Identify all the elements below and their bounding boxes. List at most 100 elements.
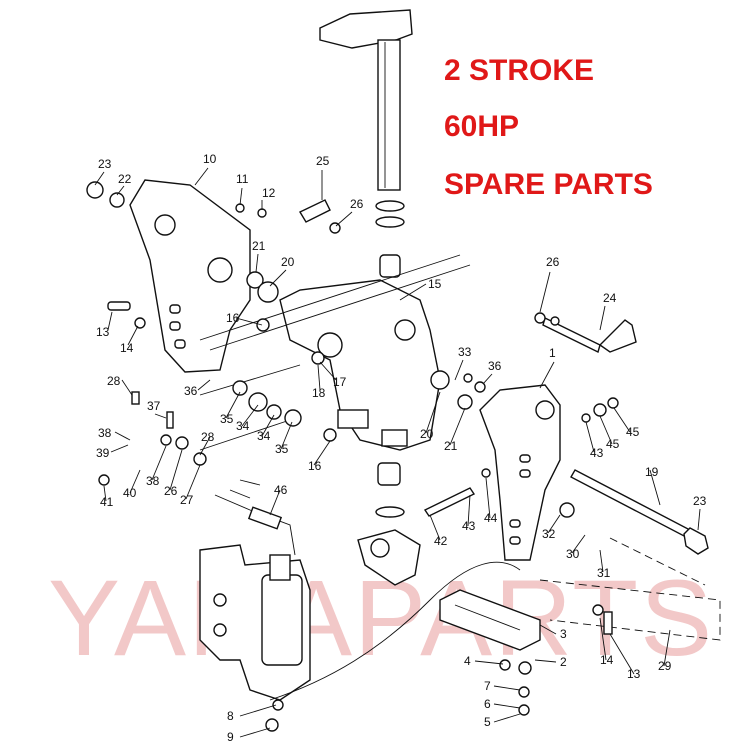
leader-line (103, 485, 107, 502)
callout-23b: 23 (693, 494, 707, 508)
leader-line (493, 703, 521, 709)
callout-27: 27 (180, 493, 194, 507)
callout-26b: 26 (546, 255, 560, 269)
callout-34: 34 (236, 419, 250, 433)
swivel-bracket (279, 279, 441, 451)
leader-line (197, 379, 211, 391)
callout-43: 43 (590, 446, 604, 460)
callout-38: 38 (98, 426, 112, 440)
leader-line (114, 431, 131, 441)
leader-line (449, 407, 466, 446)
callout-5: 5 (484, 715, 491, 729)
callout-22: 22 (118, 172, 132, 186)
leader-line (235, 317, 263, 326)
callout-3: 3 (560, 627, 567, 641)
leader-line (429, 514, 441, 541)
leader-line (169, 449, 183, 491)
leader-line (239, 727, 271, 738)
callout-40: 40 (123, 486, 137, 500)
leader-line (241, 404, 259, 427)
leader-line (571, 534, 586, 554)
leader-line (239, 704, 277, 717)
callout-33: 33 (458, 345, 472, 359)
callout-36b: 36 (488, 359, 502, 373)
leader-line (539, 271, 551, 313)
callout-46: 46 (274, 483, 288, 497)
callout-14: 14 (120, 341, 134, 355)
title-line-1: 2 STROKE (444, 54, 594, 87)
leader-line (255, 253, 259, 273)
callout-7: 7 (484, 679, 491, 693)
assembly-guide-2 (609, 537, 706, 586)
leader-line (335, 211, 353, 227)
leader-line (534, 659, 557, 663)
callout-1: 1 (549, 346, 556, 360)
callout-15: 15 (428, 277, 442, 291)
leader-line (129, 469, 141, 494)
leader-line (539, 624, 557, 635)
callout-45: 45 (606, 437, 620, 451)
callout-45b: 45 (626, 425, 640, 439)
callout-30: 30 (566, 547, 580, 561)
leader-line (493, 713, 521, 723)
leader-line (94, 171, 105, 186)
callout-25: 25 (316, 154, 330, 168)
callout-43b: 43 (462, 519, 476, 533)
leader-line (151, 445, 167, 481)
callout-21: 21 (252, 239, 266, 253)
right-clamp-bracket (479, 384, 561, 561)
leader-line (239, 187, 243, 206)
callout-24: 24 (603, 291, 617, 305)
leader-line (261, 414, 275, 437)
leader-line (547, 514, 561, 534)
leader-line (474, 660, 504, 665)
leader-line (199, 436, 211, 456)
leader-line (585, 421, 595, 453)
leader-line (107, 311, 113, 331)
leader-line (154, 413, 167, 419)
callout-44: 44 (484, 511, 498, 525)
callout-23: 23 (98, 157, 112, 171)
leader-line (399, 283, 427, 301)
callout-16: 16 (226, 311, 240, 325)
leader-line (317, 364, 321, 391)
leader-line (609, 633, 635, 675)
leader-line (697, 508, 701, 531)
callout-16b: 16 (308, 459, 322, 473)
lower-mount (357, 529, 421, 586)
callout-20b: 20 (420, 427, 434, 441)
hose-assembly (214, 479, 296, 556)
callout-17: 17 (333, 375, 347, 389)
leader-line (127, 325, 139, 346)
leader-line (116, 185, 125, 196)
leader-line (663, 629, 671, 667)
callout-26c: 26 (164, 484, 178, 498)
title-line-2: 60HP (444, 110, 519, 143)
leader-line (425, 391, 441, 434)
cross-shaft (199, 254, 471, 451)
callout-41: 41 (100, 495, 114, 509)
through-bolt (570, 469, 709, 555)
assembly-guide-1 (539, 579, 721, 641)
callout-21b: 21 (444, 439, 458, 453)
callout-20: 20 (281, 255, 295, 269)
title-line-3: SPARE PARTS (444, 168, 653, 201)
leader-line (599, 415, 613, 445)
callout-26: 26 (350, 197, 364, 211)
callout-28b: 28 (201, 430, 215, 444)
leader-line (319, 361, 337, 381)
callout-28: 28 (107, 374, 121, 388)
callout-31: 31 (597, 566, 611, 580)
callout-32: 32 (542, 527, 556, 541)
callout-18: 18 (312, 386, 326, 400)
leader-line (649, 469, 661, 506)
callout-8: 8 (227, 709, 234, 723)
callout-12: 12 (262, 186, 276, 200)
callout-19: 19 (645, 465, 659, 479)
leader-line (482, 373, 493, 385)
callout-37: 37 (147, 399, 161, 413)
leader-line (454, 359, 464, 381)
leader-line (599, 617, 607, 661)
callout-9: 9 (227, 730, 234, 744)
